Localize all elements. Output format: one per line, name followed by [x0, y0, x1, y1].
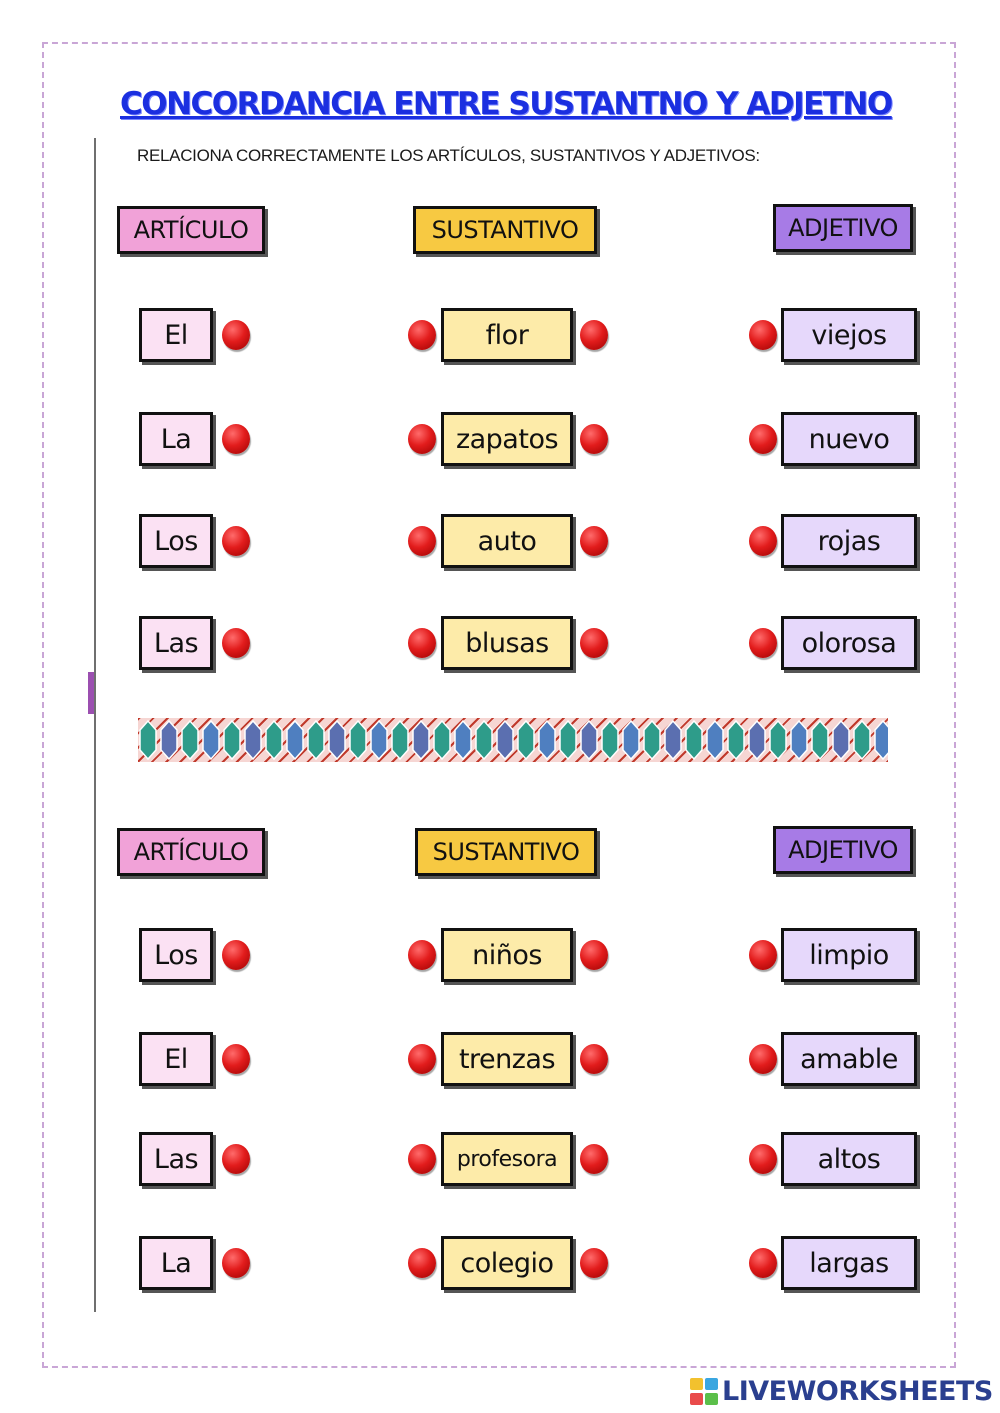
red-dot-icon[interactable]: [408, 526, 436, 556]
sustantivo-word-box: trenzas: [441, 1032, 573, 1086]
red-dot-icon[interactable]: [580, 940, 608, 970]
red-dot-icon[interactable]: [749, 1248, 777, 1278]
articulo-word-box: La: [139, 1236, 213, 1290]
articulo-word-box: Los: [139, 514, 213, 568]
red-dot-icon[interactable]: [222, 424, 250, 454]
red-dot-icon[interactable]: [222, 1144, 250, 1174]
sustantivo-word-box: auto: [441, 514, 573, 568]
header-adjetivo: ADJETIVO: [773, 204, 913, 252]
adjetivo-word-box: altos: [781, 1132, 917, 1186]
red-dot-icon[interactable]: [749, 320, 777, 350]
page-border: [42, 42, 956, 1368]
red-dot-icon[interactable]: [749, 424, 777, 454]
articulo-word-box: La: [139, 412, 213, 466]
articulo-word-box: Las: [139, 616, 213, 670]
red-dot-icon[interactable]: [580, 1248, 608, 1278]
header-articulo-2: ARTÍCULO: [117, 828, 265, 876]
instruction-text: RELACIONA CORRECTAMENTE LOS ARTÍCULOS, S…: [137, 146, 760, 165]
side-rule: [94, 138, 96, 1312]
red-dot-icon[interactable]: [749, 1044, 777, 1074]
adjetivo-word-box: limpio: [781, 928, 917, 982]
red-dot-icon[interactable]: [408, 1044, 436, 1074]
side-accent: [88, 672, 94, 714]
red-dot-icon[interactable]: [408, 940, 436, 970]
brand-name: LIVEWORKSHEETS: [722, 1376, 993, 1407]
red-dot-icon[interactable]: [408, 1248, 436, 1278]
articulo-word-box: Las: [139, 1132, 213, 1186]
red-dot-icon[interactable]: [222, 1044, 250, 1074]
sustantivo-word-box: profesora: [441, 1132, 573, 1186]
header-adjetivo-2: ADJETIVO: [773, 826, 913, 874]
red-dot-icon[interactable]: [580, 1044, 608, 1074]
liveworksheets-logo-icon: [690, 1377, 720, 1406]
red-dot-icon[interactable]: [749, 526, 777, 556]
red-dot-icon[interactable]: [222, 526, 250, 556]
red-dot-icon[interactable]: [408, 1144, 436, 1174]
header-sustantivo: SUSTANTIVO: [413, 206, 597, 254]
red-dot-icon[interactable]: [222, 628, 250, 658]
header-articulo: ARTÍCULO: [117, 206, 265, 254]
sustantivo-word-box: niños: [441, 928, 573, 982]
liveworksheets-brand: LIVEWORKSHEETS: [690, 1376, 993, 1407]
adjetivo-word-box: rojas: [781, 514, 917, 568]
red-dot-icon[interactable]: [580, 526, 608, 556]
red-dot-icon[interactable]: [408, 628, 436, 658]
red-dot-icon[interactable]: [408, 320, 436, 350]
red-dot-icon[interactable]: [749, 940, 777, 970]
articulo-word-box: El: [139, 308, 213, 362]
articulo-word-box: El: [139, 1032, 213, 1086]
adjetivo-word-box: amable: [781, 1032, 917, 1086]
red-dot-icon[interactable]: [580, 320, 608, 350]
sustantivo-word-box: colegio: [441, 1236, 573, 1290]
adjetivo-word-box: nuevo: [781, 412, 917, 466]
worksheet-title: CONCORDANCIA ENTRE SUSTANTNO Y ADJETNO: [120, 86, 893, 122]
adjetivo-word-box: olorosa: [781, 616, 917, 670]
red-dot-icon[interactable]: [408, 424, 436, 454]
articulo-word-box: Los: [139, 928, 213, 982]
red-dot-icon[interactable]: [222, 320, 250, 350]
sustantivo-word-box: zapatos: [441, 412, 573, 466]
sustantivo-word-box: blusas: [441, 616, 573, 670]
red-dot-icon[interactable]: [749, 628, 777, 658]
red-dot-icon[interactable]: [580, 628, 608, 658]
gem-border-icon: [139, 719, 888, 761]
decorative-divider: [138, 718, 888, 762]
adjetivo-word-box: viejos: [781, 308, 917, 362]
sustantivo-word-box: flor: [441, 308, 573, 362]
adjetivo-word-box: largas: [781, 1236, 917, 1290]
red-dot-icon[interactable]: [222, 940, 250, 970]
red-dot-icon[interactable]: [580, 1144, 608, 1174]
red-dot-icon[interactable]: [580, 424, 608, 454]
red-dot-icon[interactable]: [222, 1248, 250, 1278]
header-sustantivo-2: SUSTANTIVO: [415, 828, 597, 876]
red-dot-icon[interactable]: [749, 1144, 777, 1174]
